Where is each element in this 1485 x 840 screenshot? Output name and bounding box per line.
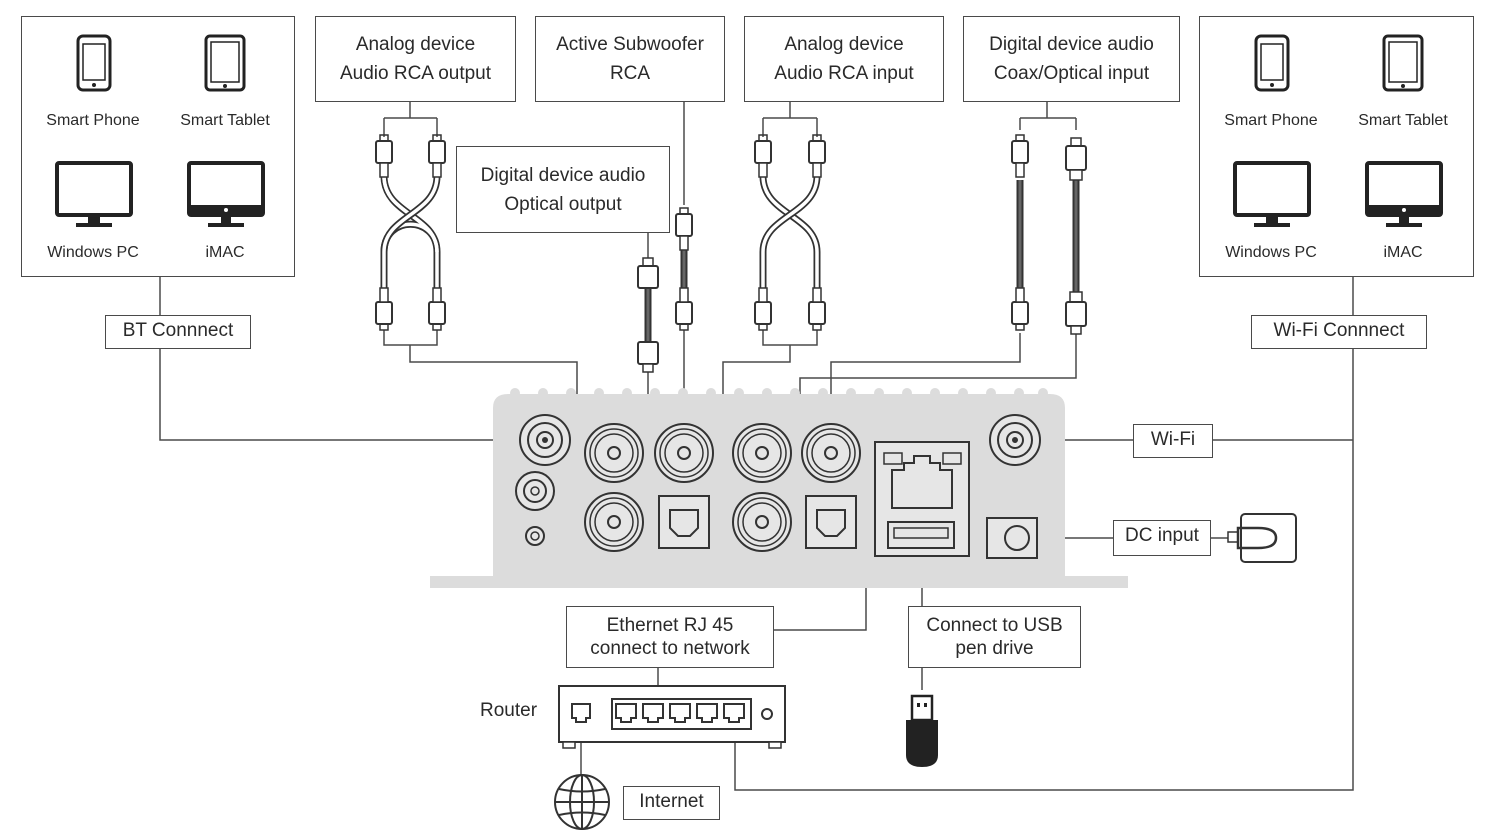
usb-line2: pen drive — [955, 638, 1034, 659]
usb-line1: Connect to USB — [926, 615, 1063, 636]
rca-in-left-jack — [732, 423, 792, 483]
optical-output-line1: Digital device audio — [480, 164, 646, 186]
globe-icon — [554, 774, 610, 830]
device-label-windows-pc: Windows PC — [47, 244, 139, 261]
analog-input-box: Analog device Audio RCA input — [744, 16, 944, 102]
device-label-imac: iMAC — [1383, 244, 1423, 261]
device-label-smart-tablet: Smart Tablet — [180, 112, 270, 129]
internet-label: Internet — [623, 786, 720, 820]
subwoofer-cable — [675, 207, 693, 331]
amplifier-device — [430, 388, 1128, 588]
small-jack — [525, 526, 545, 546]
digital-input-cables — [1011, 134, 1087, 335]
bt-connect-label: BT Connnect — [105, 315, 251, 349]
left-device-panel: Smart Phone Smart Tablet Windows PC iMAC — [21, 16, 295, 277]
usb-pen-drive-icon — [906, 694, 938, 767]
wifi-label: Wi-Fi — [1133, 424, 1213, 458]
optical-output-box: Digital device audio Optical output — [456, 146, 670, 233]
usb-label: Connect to USB pen drive — [908, 606, 1081, 668]
analog-output-cable — [375, 134, 446, 331]
device-label-smart-phone: Smart Phone — [1224, 112, 1318, 129]
dc-plug-icon — [1227, 513, 1297, 563]
ethernet-line1: Ethernet RJ 45 — [606, 615, 734, 636]
rca-in-right-jack — [732, 492, 792, 552]
device-label-smart-tablet: Smart Tablet — [1358, 112, 1448, 129]
optical-output-line2: Optical output — [504, 193, 622, 215]
smart-phone-icon — [1254, 34, 1290, 92]
device-label-imac: iMAC — [205, 244, 245, 261]
router-label: Router — [480, 700, 538, 721]
aux-jack — [515, 471, 555, 511]
windows-pc-icon — [1233, 161, 1311, 229]
device-label-smart-phone: Smart Phone — [46, 112, 140, 129]
smart-tablet-icon — [1382, 34, 1424, 92]
imac-icon — [187, 161, 265, 229]
device-label-windows-pc: Windows PC — [1225, 244, 1317, 261]
optical-output-cable — [637, 257, 659, 373]
rca-out-left-jack — [584, 423, 644, 483]
digital-input-line1: Digital device audio — [989, 34, 1154, 55]
right-device-panel: Smart Phone Smart Tablet Windows PC iMAC — [1199, 16, 1474, 277]
analog-output-box: Analog device Audio RCA output — [315, 16, 516, 102]
analog-input-line1: Analog device — [784, 34, 904, 55]
wifi-antenna-connector — [989, 414, 1041, 466]
analog-output-line1: Analog device — [355, 34, 476, 55]
analog-output-line2: Audio RCA output — [339, 63, 492, 84]
subwoofer-jack — [654, 423, 714, 483]
dc-input-jack — [986, 517, 1038, 559]
imac-icon — [1365, 161, 1443, 229]
analog-input-cable — [754, 134, 826, 331]
coax-in-jack — [801, 423, 861, 483]
subwoofer-line1: Active Subwoofer — [556, 34, 704, 55]
ethernet-line2: connect to network — [590, 638, 750, 659]
digital-input-line2: Coax/Optical input — [993, 63, 1150, 84]
ethernet-usb-block — [874, 441, 970, 557]
router-icon — [558, 685, 786, 749]
analog-input-line2: Audio RCA input — [774, 63, 914, 84]
windows-pc-icon — [55, 161, 133, 229]
smart-tablet-icon — [204, 34, 246, 92]
optical-in-jack — [805, 495, 857, 549]
bt-antenna-connector — [519, 414, 571, 466]
digital-input-box: Digital device audio Coax/Optical input — [963, 16, 1180, 102]
optical-out-jack — [658, 495, 710, 549]
wifi-connect-label: Wi-Fi Connnect — [1251, 315, 1427, 349]
subwoofer-box: Active Subwoofer RCA — [535, 16, 725, 102]
subwoofer-line2: RCA — [609, 63, 651, 84]
smart-phone-icon — [76, 34, 112, 92]
dc-input-label: DC input — [1113, 520, 1211, 556]
rca-out-right-jack — [584, 492, 644, 552]
ethernet-label: Ethernet RJ 45 connect to network — [566, 606, 774, 668]
